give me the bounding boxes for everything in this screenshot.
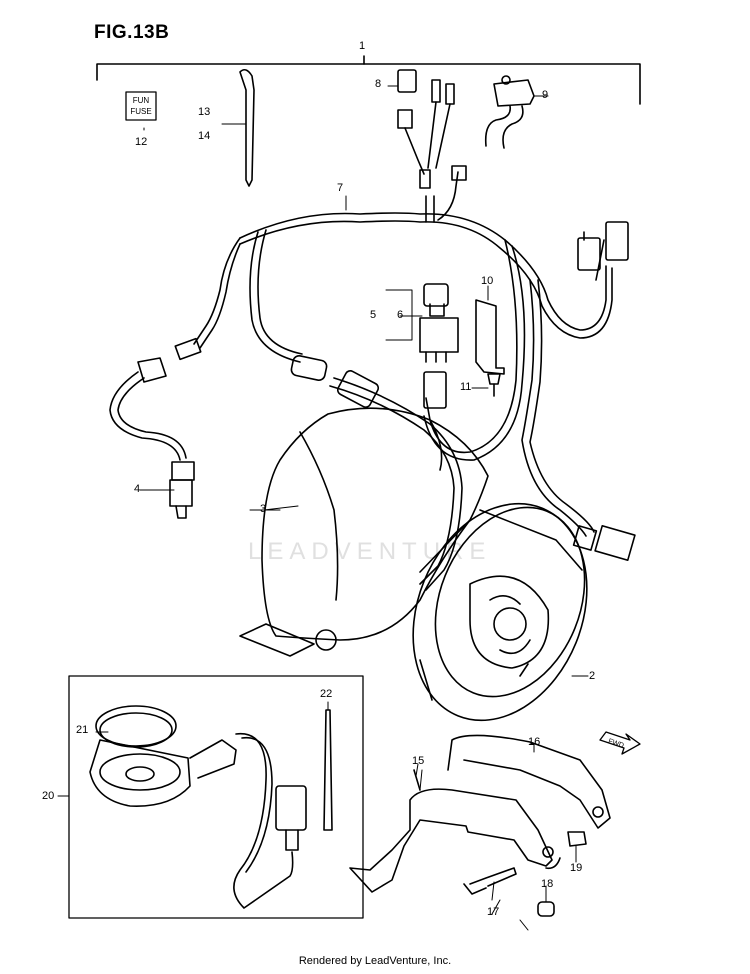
mounting-brackets	[349, 734, 611, 931]
connector-8	[387, 69, 455, 189]
callout-12: 12	[135, 136, 148, 148]
callout-11: 11	[460, 381, 472, 393]
callout-9: 9	[542, 89, 549, 101]
figure-title: FIG.13B	[94, 22, 170, 43]
callout-3: 3	[260, 503, 267, 515]
fwd-text: FWD	[607, 738, 624, 750]
leader-lines	[139, 95, 577, 903]
callout-7: 7	[337, 182, 344, 194]
thermo-switch	[109, 357, 195, 519]
callout-8: 8	[375, 78, 382, 90]
callout-22: 22	[320, 688, 333, 700]
fuse-part: FUN FUSE	[125, 91, 157, 121]
callout-16: 16	[528, 736, 541, 748]
sensor-connector	[290, 355, 380, 408]
assembly-bracket	[96, 55, 641, 105]
fuse-text-1: FUN	[133, 96, 150, 105]
connector-9	[484, 75, 549, 149]
callout-14: 14	[198, 130, 211, 142]
wiring-harness	[174, 165, 636, 591]
callout-5: 5	[370, 309, 377, 321]
callout-13: 13	[198, 106, 211, 118]
footer-credit: Rendered by LeadVenture, Inc.	[298, 955, 452, 967]
callout-21: 21	[76, 724, 89, 736]
fwd-arrow-icon: FWD	[599, 731, 641, 755]
callout-15: 15	[412, 755, 425, 767]
fuse-text-2: FUSE	[130, 107, 151, 116]
callout-19: 19	[570, 862, 583, 874]
cable-tie-part	[221, 68, 255, 187]
callout-18: 18	[541, 878, 554, 890]
fan-shroud	[239, 407, 489, 657]
inset-panel	[57, 675, 364, 919]
callout-20: 20	[42, 790, 55, 802]
callout-2: 2	[589, 670, 596, 682]
relay-part	[385, 283, 459, 363]
callout-17: 17	[487, 906, 500, 918]
callout-4: 4	[134, 483, 141, 495]
callout-6: 6	[397, 309, 404, 321]
cooling-fan	[412, 502, 589, 722]
watermark-text: LEADVENTURE	[248, 538, 492, 565]
callout-1: 1	[359, 40, 366, 52]
callout-10: 10	[481, 275, 494, 287]
